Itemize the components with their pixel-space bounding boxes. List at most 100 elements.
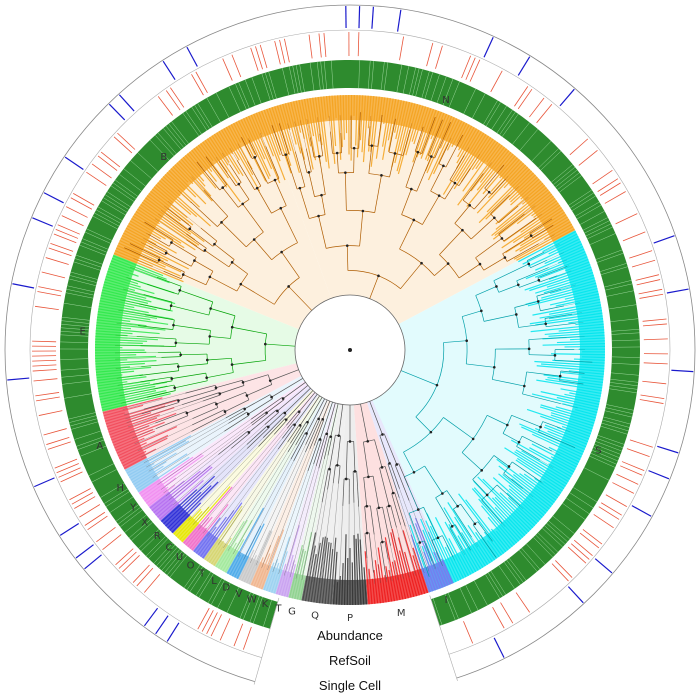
tree-branch bbox=[492, 379, 525, 387]
abundance-tick bbox=[610, 318, 639, 322]
abundance-tick bbox=[599, 263, 627, 272]
tree-branch bbox=[460, 503, 476, 525]
clade-tip-band bbox=[275, 569, 295, 598]
single-cell-mark bbox=[84, 554, 102, 570]
refsoil-mark bbox=[631, 259, 656, 268]
refsoil-mark bbox=[570, 543, 590, 560]
tree-branch bbox=[372, 476, 380, 508]
tree-node bbox=[493, 216, 496, 220]
tree-branch bbox=[183, 274, 207, 286]
clade-letter-y: Y bbox=[129, 503, 137, 514]
tree-leaf-branch bbox=[227, 451, 289, 551]
tree-leaf-branch bbox=[196, 161, 202, 168]
abundance-tick bbox=[585, 223, 612, 237]
tree-leaf-branch bbox=[557, 270, 572, 276]
tree-branch bbox=[434, 263, 449, 276]
abundance-tick bbox=[611, 332, 640, 335]
tree-leaf-branch bbox=[572, 312, 583, 315]
clade-letter-v: V bbox=[235, 589, 242, 600]
clade-tip-band bbox=[332, 579, 368, 606]
tree-branch bbox=[526, 251, 545, 261]
abundance-tick bbox=[288, 66, 296, 94]
tree-leaf-branch bbox=[168, 448, 232, 501]
clade-shade bbox=[95, 254, 313, 412]
tree-branch bbox=[394, 464, 410, 501]
refsoil-mark bbox=[622, 231, 646, 242]
tree-branch bbox=[253, 239, 272, 260]
clade-letter-t: T bbox=[198, 568, 206, 579]
tree-node bbox=[209, 307, 212, 310]
abundance-tick bbox=[210, 579, 225, 605]
tree-branch bbox=[384, 541, 389, 560]
tree-branch bbox=[454, 205, 470, 224]
tree-branch bbox=[363, 441, 369, 477]
tree-branch bbox=[528, 336, 567, 340]
abundance-tick bbox=[604, 410, 633, 418]
tree-node bbox=[410, 187, 413, 191]
tree-leaf-branch bbox=[125, 413, 142, 420]
single-cell-mark bbox=[517, 56, 531, 76]
tree-branch bbox=[248, 409, 277, 433]
tree-branch bbox=[300, 147, 308, 173]
tree-node bbox=[416, 150, 420, 154]
tree-branch bbox=[280, 208, 298, 243]
clade-letter-i: I bbox=[445, 595, 448, 606]
tree-branch bbox=[379, 467, 390, 507]
tree-leaf-branch bbox=[115, 345, 141, 346]
single-cell-mark bbox=[118, 94, 135, 112]
refsoil-mark bbox=[37, 291, 62, 297]
clade-shade bbox=[193, 381, 328, 559]
tree-branch bbox=[519, 279, 539, 288]
tree-branch bbox=[507, 243, 539, 262]
tree-leaf-branch bbox=[158, 213, 187, 235]
tree-leaf-branch bbox=[408, 486, 443, 567]
tree-branch bbox=[539, 275, 558, 283]
tree-branch bbox=[503, 473, 523, 489]
abundance-tick bbox=[521, 547, 541, 570]
refsoil-mark bbox=[55, 228, 79, 239]
tree-branch bbox=[284, 387, 311, 414]
tree-branch bbox=[318, 399, 328, 419]
tree-branch bbox=[502, 235, 532, 255]
abundance-tick bbox=[62, 380, 90, 385]
abundance-tick bbox=[569, 492, 594, 509]
tree-leaf-branch bbox=[118, 383, 154, 391]
tree-arc bbox=[484, 187, 492, 195]
tree-branch bbox=[516, 267, 549, 282]
tree-branch bbox=[206, 372, 234, 379]
tree-branch bbox=[475, 238, 503, 259]
tree-node bbox=[487, 190, 491, 194]
tree-arc bbox=[274, 277, 300, 305]
tree-node bbox=[281, 397, 285, 400]
abundance-tick bbox=[552, 515, 575, 534]
refsoil-mark bbox=[195, 71, 208, 94]
single-cell-mark bbox=[559, 88, 575, 107]
tree-leaf-branch bbox=[524, 205, 536, 215]
abundance-tick bbox=[498, 565, 515, 589]
tree-branch bbox=[248, 398, 273, 415]
single-cell-mark bbox=[7, 377, 30, 381]
tree-branch bbox=[359, 210, 364, 247]
tree-branch bbox=[242, 374, 269, 383]
tree-node bbox=[230, 325, 234, 329]
clade-letter-x: X bbox=[141, 517, 148, 528]
single-cell-mark bbox=[64, 156, 84, 170]
tree-branch bbox=[435, 497, 453, 527]
tree-leaf-branch bbox=[546, 218, 553, 223]
refsoil-mark bbox=[58, 467, 81, 478]
tree-leaf-branch bbox=[283, 466, 317, 576]
tree-node bbox=[328, 467, 331, 471]
tree-node bbox=[436, 536, 440, 540]
tree-node bbox=[164, 251, 168, 255]
tree-node bbox=[174, 341, 178, 345]
abundance-tick bbox=[575, 201, 600, 217]
tree-branch bbox=[377, 114, 383, 147]
clade-tip-band bbox=[250, 561, 272, 590]
tree-arc bbox=[326, 245, 360, 249]
tree-leaf-branch bbox=[301, 455, 329, 581]
tree-node bbox=[181, 273, 185, 276]
abundance-tick bbox=[600, 425, 628, 435]
tree-branch bbox=[454, 524, 471, 551]
tree-leaf-branch bbox=[452, 556, 455, 561]
refsoil-mark bbox=[517, 88, 533, 110]
